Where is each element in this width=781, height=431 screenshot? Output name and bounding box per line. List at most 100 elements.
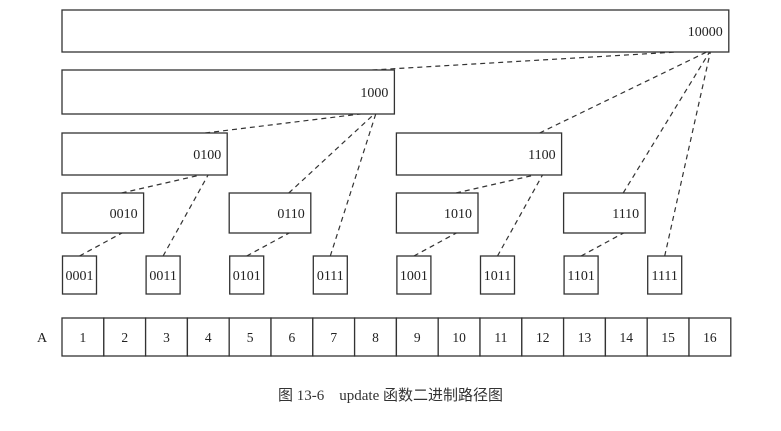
cell-box xyxy=(604,317,648,357)
node-label: 0011 xyxy=(149,269,176,284)
path-0111-to-1000 xyxy=(329,111,377,257)
cell-label: 16 xyxy=(703,330,717,345)
node-label: 1011 xyxy=(484,269,511,284)
cell-label: 4 xyxy=(205,330,212,345)
array-cell-11: 11 xyxy=(479,317,523,357)
cell-label: 15 xyxy=(661,330,675,345)
path-1101-to-1110 xyxy=(580,230,628,257)
node-box xyxy=(395,192,479,234)
cell-label: 5 xyxy=(247,330,254,345)
tree-node-1011: 1011 xyxy=(479,255,516,295)
array-cell-14: 14 xyxy=(604,317,648,357)
node-box xyxy=(229,255,265,295)
node-box xyxy=(61,192,145,234)
array-cell-7: 7 xyxy=(312,317,356,357)
array-cell-13: 13 xyxy=(562,317,607,357)
path-1100-to-10000 xyxy=(539,49,712,134)
node-label: 1101 xyxy=(567,269,594,284)
array-cell-16: 16 xyxy=(688,317,732,357)
path-0001-to-0010 xyxy=(79,230,126,257)
update-path-lines xyxy=(79,49,712,257)
path-0010-to-0100 xyxy=(121,172,210,194)
array-name: A xyxy=(37,331,48,346)
tree-node-0010: 0010 xyxy=(61,192,145,234)
node-label: 0010 xyxy=(110,207,138,222)
node-box xyxy=(396,255,432,295)
node-label: 10000 xyxy=(688,25,723,40)
node-label: 1111 xyxy=(651,269,677,284)
cell-box xyxy=(270,317,314,357)
tree-node-0111: 0111 xyxy=(312,255,348,295)
node-label: 0111 xyxy=(317,269,344,284)
node-label: 1001 xyxy=(400,269,428,284)
node-box xyxy=(61,255,98,295)
array-cell-12: 12 xyxy=(521,317,565,357)
array-cell-15: 15 xyxy=(646,317,690,357)
path-1001-to-1010 xyxy=(413,230,461,257)
path-1011-to-1100 xyxy=(496,172,545,257)
cell-label: 6 xyxy=(289,330,296,345)
node-box xyxy=(312,255,348,295)
cell-box xyxy=(312,317,356,357)
tree-node-0110: 0110 xyxy=(228,192,312,234)
array-cell-3: 3 xyxy=(144,317,189,357)
cell-box xyxy=(437,317,481,357)
cell-box xyxy=(521,317,565,357)
node-label: 1010 xyxy=(444,207,472,222)
path-0101-to-0110 xyxy=(246,230,294,257)
tree-node-1110: 1110 xyxy=(562,192,646,234)
node-box xyxy=(479,255,516,295)
cell-box xyxy=(479,317,523,357)
cell-box xyxy=(186,317,230,357)
cell-label: 8 xyxy=(372,330,379,345)
node-label: 0001 xyxy=(66,269,94,284)
array-cell-8: 8 xyxy=(353,317,398,357)
tree-node-0100: 0100 xyxy=(61,132,228,176)
node-label: 0110 xyxy=(277,207,304,222)
node-box xyxy=(562,192,646,234)
tree-node-0101: 0101 xyxy=(229,255,265,295)
tree-node-1000: 1000 xyxy=(61,69,396,115)
cell-box xyxy=(61,317,105,357)
tree-node-0001: 0001 xyxy=(61,255,98,295)
cell-label: 10 xyxy=(452,330,466,345)
array-cell-4: 4 xyxy=(186,317,230,357)
node-box xyxy=(395,132,563,176)
cell-box xyxy=(646,317,690,357)
tree-nodes: 10000 1000 0100 1100 0010 0110 1010 1110 0001 001… xyxy=(61,9,730,295)
node-label: 1000 xyxy=(360,86,388,101)
node-box xyxy=(647,255,683,295)
cell-label: 3 xyxy=(163,330,170,345)
array-cell-9: 9 xyxy=(395,317,439,357)
tree-node-1001: 1001 xyxy=(396,255,432,295)
cell-label: 1 xyxy=(80,330,87,345)
tree-node-10000: 10000 xyxy=(61,9,730,53)
array-cell-1: 1 xyxy=(61,317,105,357)
cell-label: 13 xyxy=(578,330,592,345)
tree-node-1010: 1010 xyxy=(395,192,479,234)
node-box xyxy=(61,9,730,53)
cell-label: 2 xyxy=(121,330,128,345)
node-box xyxy=(228,192,312,234)
node-label: 0101 xyxy=(233,269,261,284)
array-cell-6: 6 xyxy=(270,317,314,357)
path-1000-to-10000 xyxy=(372,49,711,71)
path-1111-to-10000 xyxy=(664,49,712,257)
node-label: 1110 xyxy=(612,207,639,222)
cell-box xyxy=(395,317,439,357)
tree-node-1100: 1100 xyxy=(395,132,563,176)
figure-caption: 图 13-6 update 函数二进制路径图 xyxy=(278,388,503,404)
node-label: 0100 xyxy=(193,148,221,163)
tree-node-1111: 1111 xyxy=(647,255,683,295)
array-cell-5: 5 xyxy=(228,317,272,357)
array-cell-2: 2 xyxy=(103,317,147,357)
node-box xyxy=(61,69,396,115)
node-label: 1100 xyxy=(528,148,555,163)
node-box xyxy=(145,255,181,295)
path-1010-to-1100 xyxy=(455,172,544,194)
tree-node-0011: 0011 xyxy=(145,255,181,295)
cell-label: 7 xyxy=(330,330,337,345)
